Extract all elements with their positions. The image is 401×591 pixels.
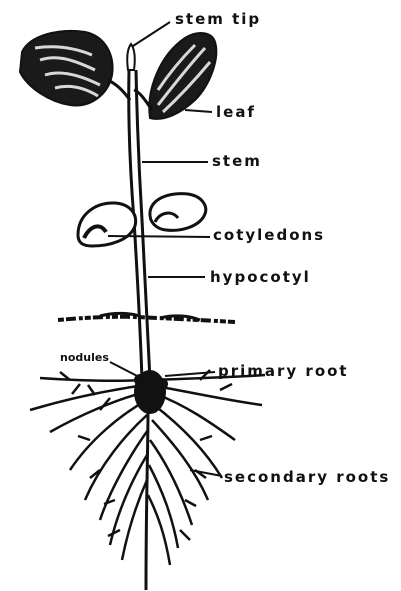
left-cotyledon — [78, 203, 136, 246]
primary-root-shape — [146, 410, 148, 590]
leader-cotyledons — [108, 236, 210, 237]
left-leaf — [20, 31, 113, 106]
leader-leaf — [185, 110, 212, 112]
label-secondary-roots: secondary roots — [224, 470, 390, 485]
label-cotyledons: cotyledons — [213, 228, 325, 243]
right-cotyledon — [150, 194, 206, 231]
leader-stem-tip — [133, 22, 170, 46]
leader-nodules — [110, 362, 145, 380]
label-stem: stem — [212, 154, 262, 169]
label-primary-root: primary root — [218, 364, 349, 379]
label-leaf: leaf — [216, 105, 256, 120]
label-stem-tip: stem tip — [175, 12, 261, 27]
label-hypocotyl: hypocotyl — [210, 270, 311, 285]
label-nodules: nodules — [60, 352, 109, 363]
